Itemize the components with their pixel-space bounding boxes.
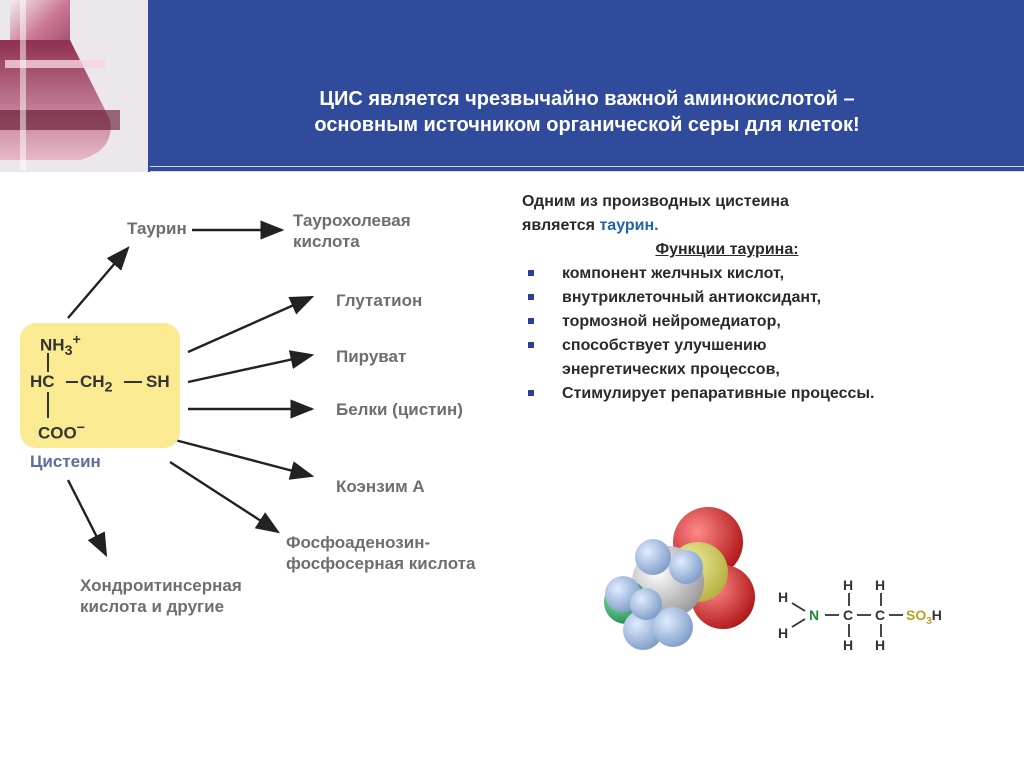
coo-group: COO− (38, 420, 86, 443)
chondroitin-line-1: Хондроитинсерная (80, 576, 242, 595)
ch2-group: CH2 (80, 372, 113, 396)
nh3-group: NH3+ (40, 332, 81, 360)
intro-line-1: Одним из производных цистеина (522, 193, 789, 210)
paps-label: Фосфоаденозин- фосфосерная кислота (286, 532, 475, 574)
bullet-icon (528, 270, 534, 276)
cysteine-formula-box (20, 323, 180, 448)
header-band: ЦИС является чрезвычайно важной аминокис… (0, 0, 1024, 172)
taurin-label: Таурин (127, 219, 187, 238)
taurine-structural-formula: H H N C C H H H H SO3H (775, 575, 965, 655)
taurine-c-1: C (843, 607, 854, 623)
arrow-to-glutathione (187, 295, 315, 354)
taurine-h-5: H (843, 637, 854, 653)
hc-group: HC (30, 372, 55, 391)
paps-line-1: Фосфоаденозин- (286, 533, 431, 552)
list-item-continuation: энергетических процессов, (562, 361, 780, 378)
title-line-1: ЦИС является чрезвычайно важной аминокис… (319, 88, 855, 110)
intro-line-2: является таурин. (522, 217, 659, 234)
arrow-to-pyruvate (187, 350, 315, 384)
taurine-h-4: H (875, 577, 886, 593)
list-item: компонент желчных кислот, (522, 262, 1017, 286)
glutathione-label: Глутатион (336, 291, 423, 310)
decorative-lines (150, 166, 1024, 172)
taurine-so3h: SO3H (906, 607, 942, 627)
chondroitin-line-2: кислота и другие (80, 597, 225, 616)
chondroitin-label: Хондроитинсерная кислота и другие (80, 575, 242, 617)
arrow-to-chondroitin (66, 479, 108, 558)
taurine-n: N (809, 607, 820, 623)
flask-image (0, 0, 148, 172)
taurine-h-3: H (843, 577, 854, 593)
arrow-to-paps (169, 460, 281, 534)
list-item: способствует улучшению (522, 334, 1017, 358)
list-item: внутриклеточный антиоксидант, (522, 286, 1017, 310)
taurine-h-1: H (778, 589, 789, 605)
taurocholic-label: Таурохолевая кислота (293, 210, 411, 252)
list-item: тормозной нейромедиатор, (522, 310, 1017, 334)
bullet-icon (528, 318, 534, 324)
coenzyme-label: Коэнзим А (336, 477, 425, 496)
bullet-icon (528, 294, 534, 300)
taurine-description: Одним из производных цистеина является т… (522, 190, 1017, 406)
paps-line-2: фосфосерная кислота (286, 554, 476, 573)
slide-title: ЦИС является чрезвычайно важной аминокис… (150, 86, 1024, 138)
taurin-highlight: таурин. (599, 217, 659, 234)
taurine-molecule-model (604, 507, 755, 650)
title-line-2: основным источником органической серы дл… (314, 114, 860, 136)
taurine-h-6: H (875, 637, 886, 653)
list-item: Стимулирует репаративные процессы. (522, 382, 1017, 406)
functions-heading: Функции таурина: (655, 241, 799, 258)
taurocholic-line-1: Таурохолевая (293, 211, 411, 230)
sh-group: SH (146, 372, 170, 391)
bullet-icon (528, 390, 534, 396)
taurine-bonds (791, 593, 903, 637)
taurine-c-2: C (875, 607, 886, 623)
cysteine-name: Цистеин (30, 452, 101, 471)
arrow-to-coenzyme (174, 438, 315, 480)
arrow-to-taurin (67, 246, 130, 319)
taurocholic-line-2: кислота (293, 232, 360, 251)
taurine-h-2: H (778, 625, 789, 641)
pyruvate-label: Пируват (336, 347, 407, 366)
bullet-icon (528, 342, 534, 348)
functions-list: компонент желчных кислот, внутриклеточны… (522, 262, 1017, 406)
cysteine-bonds (47, 353, 142, 418)
proteins-label: Белки (цистин) (336, 400, 463, 419)
